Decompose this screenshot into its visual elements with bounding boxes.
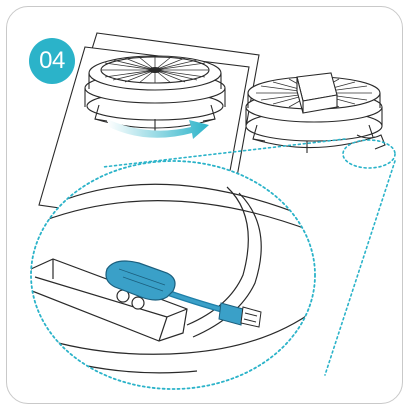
step-number-badge: 04	[29, 38, 75, 84]
assembly-illustration	[30, 32, 396, 390]
detail-magnifier	[30, 160, 316, 390]
usb-plug	[218, 302, 262, 328]
instruction-card: 04	[6, 6, 403, 404]
curved-arrow-icon	[107, 119, 209, 139]
fan-on-paper	[84, 55, 226, 131]
sensor-module	[105, 260, 176, 301]
fan-flipped	[245, 72, 386, 153]
zoom-guide-lines	[102, 138, 396, 376]
